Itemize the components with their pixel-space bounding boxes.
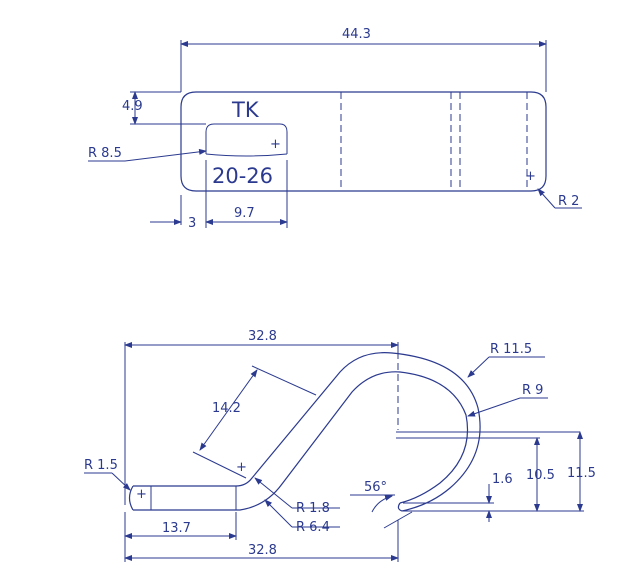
dim-left-offset-label: 3 xyxy=(188,216,196,231)
leader-bend-small xyxy=(254,477,293,509)
dim-height-inner-label: 10.5 xyxy=(526,468,555,483)
ext-line xyxy=(383,511,413,529)
dim-thickness-label: 1.6 xyxy=(492,472,513,487)
slot-arc xyxy=(205,153,288,157)
leader-slot-radius xyxy=(124,148,207,162)
hook-end xyxy=(397,502,403,512)
dim-line-slope xyxy=(199,369,258,451)
part-outline-lower xyxy=(133,371,469,511)
dim-length-label: 44.3 xyxy=(342,27,371,42)
leader-bend-large xyxy=(264,499,293,528)
side-view: + + 32.8 32.8 13.7 14.2 R 11.5 R 9 xyxy=(84,329,596,562)
dim-overall-top-label: 32.8 xyxy=(248,329,277,344)
center-mark: + xyxy=(136,487,147,502)
ext-line xyxy=(251,365,317,396)
leader-tip xyxy=(111,472,131,491)
radius-slot-label: R 8.5 xyxy=(88,146,122,161)
top-view: + + 44.3 4.9 R 8.5 R 2 3 9.7 TK 20-26 xyxy=(88,27,582,231)
dim-height-outer-label: 11.5 xyxy=(567,466,596,481)
dim-overall-bottom-label: 32.8 xyxy=(248,543,277,558)
dim-slope-label: 14.2 xyxy=(212,401,241,416)
leader-corner-radius xyxy=(537,188,556,209)
radius-inner-hook-label: R 9 xyxy=(522,383,543,398)
radius-corner-label: R 2 xyxy=(558,194,579,209)
engraving-line2: 20-26 xyxy=(212,164,273,188)
center-mark: + xyxy=(270,137,281,152)
center-mark: + xyxy=(236,460,247,475)
part-outline-upper xyxy=(133,352,481,512)
engraving-line1: TK xyxy=(231,98,260,122)
radius-tip-label: R 1.5 xyxy=(84,458,118,473)
dim-flat-label: 13.7 xyxy=(162,521,191,536)
tip-end xyxy=(128,485,134,511)
ext-line xyxy=(192,451,247,479)
center-mark: + xyxy=(525,169,536,184)
top-view-outline xyxy=(180,91,547,192)
dim-top-offset-label: 4.9 xyxy=(122,99,143,114)
angle-arc xyxy=(371,495,393,513)
radius-outer-hook-label: R 11.5 xyxy=(490,342,532,357)
radius-bend-small-label: R 1.8 xyxy=(296,501,330,516)
angle-label: 56° xyxy=(364,480,387,495)
radius-bend-large-label: R 6.4 xyxy=(296,520,330,535)
dim-slot-width-label: 9.7 xyxy=(234,206,255,221)
slot-outline xyxy=(205,123,288,154)
leader-inner-hook xyxy=(467,397,521,417)
leader-outer-hook xyxy=(467,356,490,378)
